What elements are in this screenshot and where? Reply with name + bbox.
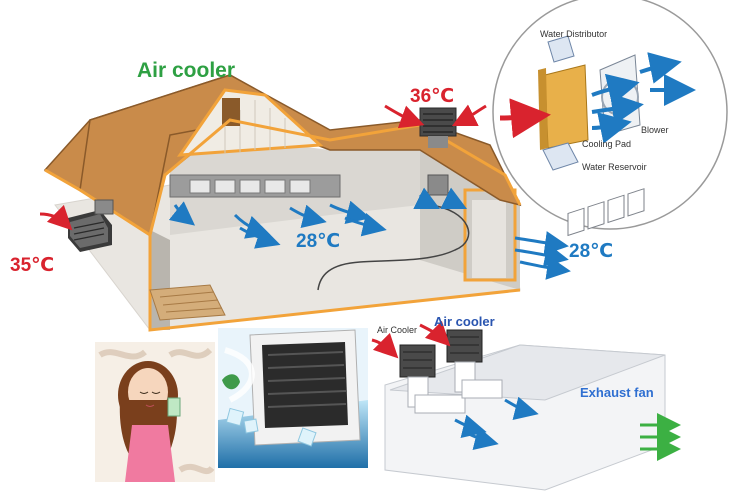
chimney xyxy=(222,98,240,126)
blower-part xyxy=(599,54,641,136)
exhaust-fans xyxy=(567,188,645,237)
hot-arrow-left xyxy=(39,204,73,231)
inside-temp: 28℃ xyxy=(296,231,341,252)
roof-intake-temp: 36℃ xyxy=(410,86,455,107)
exhaust-green-arrows xyxy=(639,413,681,461)
cooling-principle-inset xyxy=(492,0,728,230)
door-opening xyxy=(472,200,506,278)
power-cable xyxy=(317,204,470,291)
duct-system-illustration xyxy=(371,188,681,491)
wall-air-cooler-left xyxy=(68,199,114,252)
stairs xyxy=(149,284,226,321)
drink-glass xyxy=(167,397,181,417)
label-air-cooler-blue: Air cooler xyxy=(434,314,495,329)
label-blower: Blower xyxy=(641,125,669,135)
label-water-reservoir: Water Reservoir xyxy=(582,162,647,172)
dress xyxy=(125,425,175,482)
hot-arrow-roof-left xyxy=(384,104,425,129)
outlet-right-temp: 28℃ xyxy=(569,241,614,262)
water-reservoir-part xyxy=(542,142,579,171)
cooling-pad-part xyxy=(544,64,589,149)
diagram-title: Air cooler xyxy=(137,59,236,82)
duct-vents xyxy=(189,179,311,194)
duct-air-cooler-1 xyxy=(399,344,436,378)
wall-outline xyxy=(148,230,521,332)
label-exhaust-fan: Exhaust fan xyxy=(580,385,654,400)
label-air-cooler-small: Air Cooler xyxy=(377,325,418,335)
duct-air-cooler-2 xyxy=(446,329,483,363)
label-cooling-pad: Cooling Pad xyxy=(582,139,632,149)
house xyxy=(43,74,522,332)
portable-cooler-ice-illustration xyxy=(218,328,368,468)
label-water-distributor: Water Distributor xyxy=(540,29,608,39)
outside-left-temp: 35℃ xyxy=(10,255,55,276)
woman-drinking-illustration xyxy=(95,342,215,482)
cool-airflow-arrows xyxy=(168,187,571,280)
water-distributor-part xyxy=(547,35,575,63)
hot-arrow-roof-right xyxy=(451,104,487,127)
